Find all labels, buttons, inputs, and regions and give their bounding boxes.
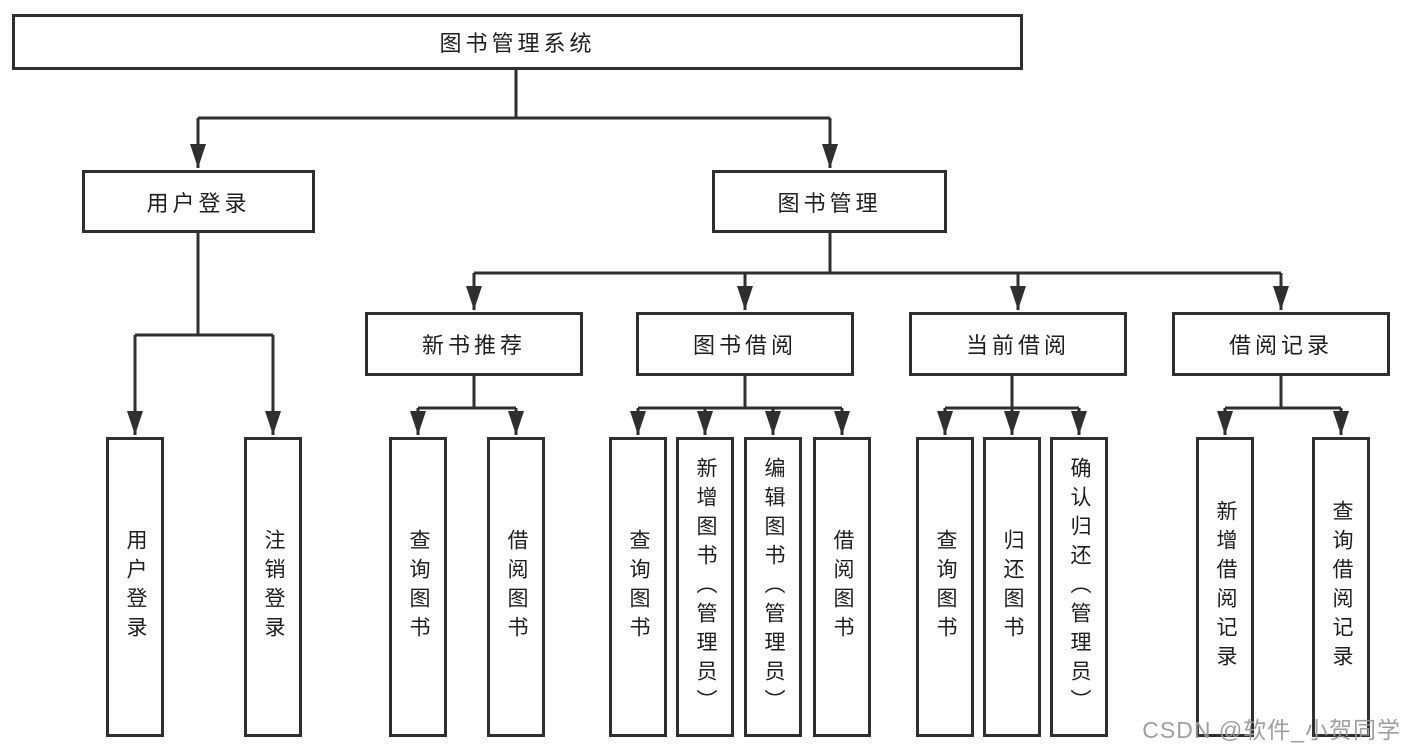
connector-root-to-level1 (190, 68, 838, 168)
node-book-management: 图书管理 (712, 170, 947, 233)
node-current-borrow-label: 当前借阅 (965, 333, 1070, 358)
connector-user-login-children (127, 233, 281, 435)
node-new-book-recommend: 新书推荐 (365, 312, 583, 376)
leaf-add-borrow-record: 新增借阅记录 (1196, 437, 1254, 737)
node-current-borrow: 当前借阅 (909, 312, 1127, 376)
node-user-login-label: 用户登录 (146, 190, 251, 216)
leaf-add-book-admin-label: 新增图书（管理员） (694, 456, 717, 718)
connector-book-borrow-children (630, 376, 850, 435)
leaf-current-query-book: 查询图书 (916, 437, 974, 737)
leaf-add-book-admin: 新增图书（管理员） (676, 437, 734, 737)
leaf-logout: 注销登录 (244, 437, 302, 737)
node-borrow-record: 借阅记录 (1172, 312, 1390, 376)
node-book-management-label: 图书管理 (777, 190, 882, 216)
node-library-management-system-label: 图书管理系统 (439, 31, 596, 56)
connector-new-book-rec-children (410, 376, 524, 435)
leaf-newrec-borrow-book-label: 借阅图书 (505, 529, 528, 645)
leaf-edit-book-admin: 编辑图书（管理员） (744, 437, 802, 737)
node-new-book-recommend-label: 新书推荐 (421, 333, 526, 358)
leaf-return-book: 归还图书 (983, 437, 1041, 737)
node-library-management-system: 图书管理系统 (12, 14, 1023, 70)
connector-book-mgmt-children (466, 233, 1289, 310)
leaf-borrow-borrow-book-label: 借阅图书 (831, 529, 854, 645)
connector-current-borrow-children (937, 376, 1087, 435)
leaf-query-borrow-record-label: 查询借阅记录 (1330, 500, 1353, 674)
node-book-borrow-label: 图书借阅 (692, 333, 797, 358)
node-book-borrow: 图书借阅 (636, 312, 854, 376)
leaf-borrow-query-book: 查询图书 (609, 437, 667, 737)
leaf-user-login: 用户登录 (106, 437, 164, 737)
leaf-return-book-label: 归还图书 (1001, 529, 1024, 645)
leaf-confirm-return-admin-label: 确认归还（管理员） (1068, 456, 1091, 718)
leaf-newrec-borrow-book: 借阅图书 (487, 437, 545, 737)
leaf-logout-label: 注销登录 (262, 529, 285, 645)
leaf-edit-book-admin-label: 编辑图书（管理员） (762, 456, 785, 718)
leaf-borrow-query-book-label: 查询图书 (627, 529, 650, 645)
leaf-add-borrow-record-label: 新增借阅记录 (1214, 500, 1237, 674)
connector-borrow-record-children (1217, 376, 1349, 435)
node-user-login: 用户登录 (82, 170, 315, 233)
leaf-user-login-label: 用户登录 (124, 529, 147, 645)
node-borrow-record-label: 借阅记录 (1228, 333, 1333, 358)
leaf-query-borrow-record: 查询借阅记录 (1312, 437, 1370, 737)
csdn-watermark: CSDN @软件_小贺同学 (1142, 717, 1401, 743)
leaf-newrec-query-book: 查询图书 (389, 437, 447, 737)
leaf-confirm-return-admin: 确认归还（管理员） (1050, 437, 1108, 737)
leaf-newrec-query-book-label: 查询图书 (407, 529, 430, 645)
leaf-current-query-book-label: 查询图书 (934, 529, 957, 645)
leaf-borrow-borrow-book: 借阅图书 (813, 437, 871, 737)
